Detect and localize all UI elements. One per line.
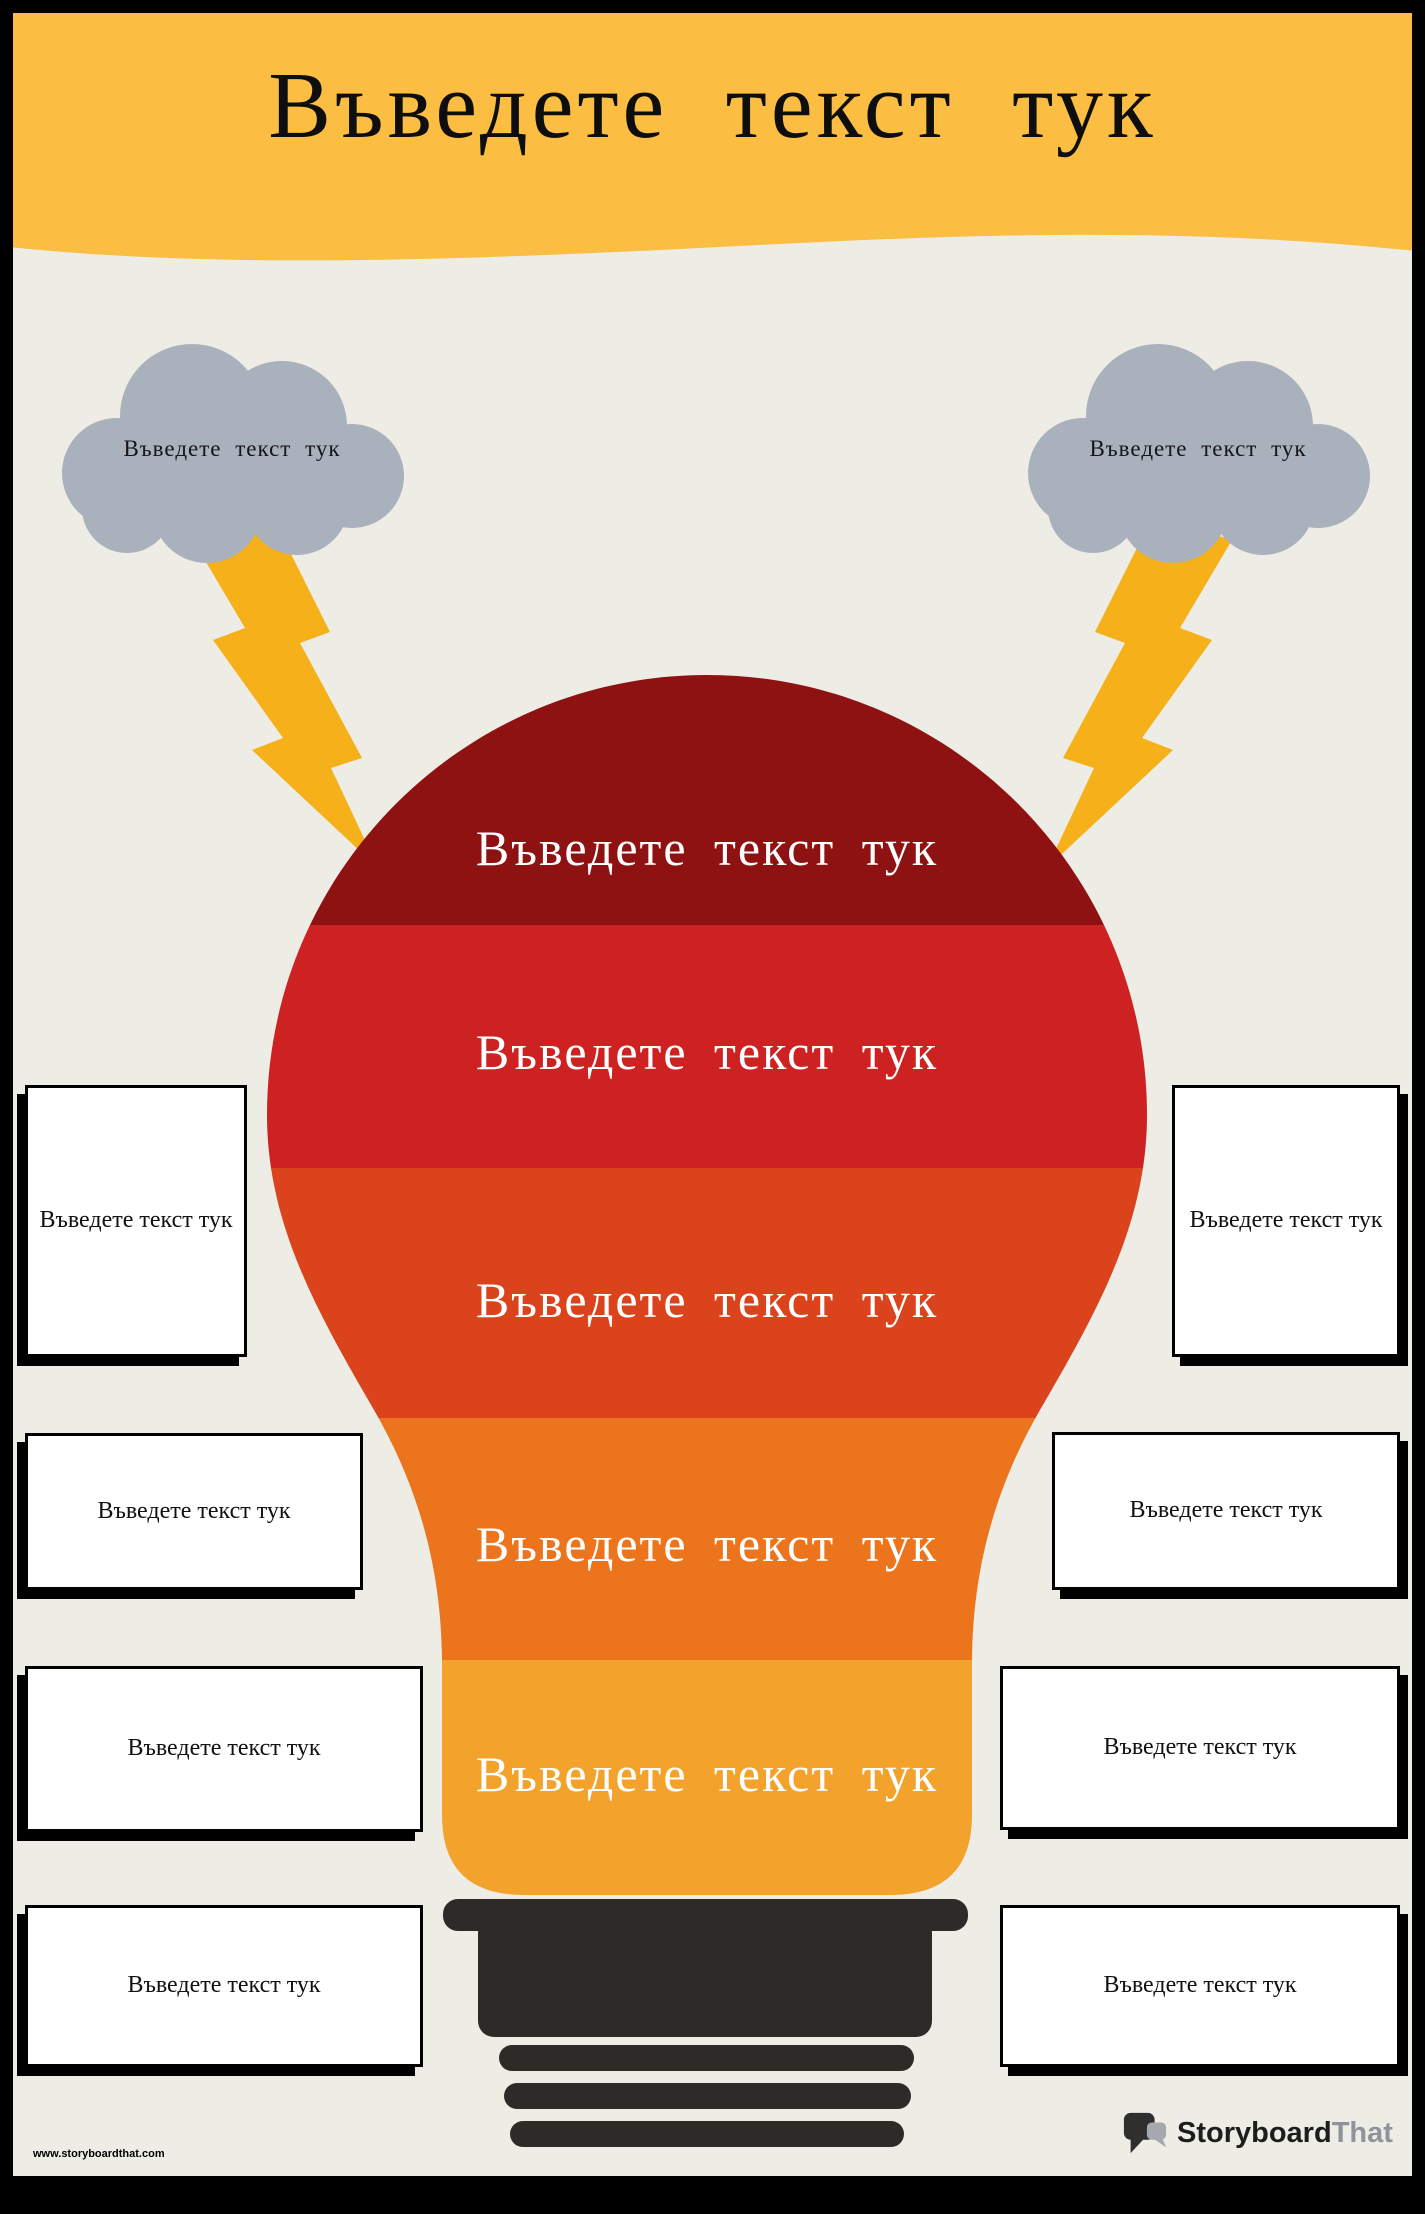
cloud-icon (1028, 344, 1370, 563)
side-box-left-2-text: Въведете текст тук (97, 1497, 291, 1524)
side-box-left-3[interactable]: Въведете текст тук (25, 1666, 423, 1832)
screw-thread-1 (499, 2045, 914, 2071)
side-box-left-4-text: Въведете текст тук (127, 1972, 321, 1999)
bulb-band-3-label[interactable]: Въведете текст тук (476, 1272, 938, 1328)
bulb-band-4-label[interactable]: Въведете текст тук (476, 1516, 938, 1572)
storyboardthat-logo: StoryboardThat (1122, 2108, 1393, 2158)
side-box-left-2[interactable]: Въведете текст тук (25, 1433, 363, 1590)
header-band (0, 0, 1425, 261)
side-box-left-4[interactable]: Въведете текст тук (25, 1905, 423, 2067)
cloud-right: Въведете текст тук (1008, 318, 1388, 568)
side-box-right-1[interactable]: Въведете текст тук (1172, 1085, 1400, 1357)
cloud-left: Въведете текст тук (42, 318, 422, 568)
lightbulb: Въведете текст тук Въведете текст тук Въ… (267, 675, 1147, 1895)
screw-thread-3 (510, 2121, 904, 2147)
side-box-right-3[interactable]: Въведете текст тук (1000, 1666, 1400, 1830)
logo-part-that: That (1331, 2116, 1393, 2149)
bulb-band-3 (267, 1168, 1147, 1419)
side-box-left-1[interactable]: Въведете текст тук (25, 1085, 247, 1357)
cloud-left-label[interactable]: Въведете текст тук (123, 436, 341, 461)
side-box-right-2[interactable]: Въведете текст тук (1052, 1432, 1400, 1590)
bulb-band-2-label[interactable]: Въведете текст тук (476, 1024, 938, 1080)
side-box-right-4[interactable]: Въведете текст тук (1000, 1905, 1400, 2067)
bulb-band-1 (267, 675, 1147, 926)
side-box-right-2-text: Въведете текст тук (1129, 1497, 1323, 1524)
side-box-right-3-text: Въведете текст тук (1103, 1734, 1297, 1761)
bulb-band-1-label[interactable]: Въведете текст тук (476, 820, 938, 876)
screw-thread-2 (504, 2083, 911, 2109)
base-body (478, 1917, 932, 2037)
side-box-left-1-text: Въведете текст тук (39, 1207, 233, 1234)
storyboardthat-logo-text: StoryboardThat (1177, 2117, 1393, 2150)
storyboardthat-logo-icon (1123, 2112, 1167, 2154)
logo-part-storyboard: Storyboard (1177, 2116, 1332, 2149)
side-box-right-1-text: Въведете текст тук (1189, 1207, 1383, 1234)
side-box-left-3-text: Въведете текст тук (127, 1735, 321, 1762)
cloud-right-label[interactable]: Въведете текст тук (1089, 436, 1307, 461)
bulb-band-2 (267, 925, 1147, 1169)
side-box-right-4-text: Въведете текст тук (1103, 1972, 1297, 1999)
header-wave-shape (0, 0, 1425, 261)
website-url: www.storyboardthat.com (33, 2148, 165, 2160)
bulb-base (443, 1899, 968, 2147)
cloud-icon (62, 344, 404, 563)
page-title[interactable]: Въведете текст тук (268, 54, 1157, 158)
bulb-band-5-label[interactable]: Въведете текст тук (476, 1746, 938, 1802)
